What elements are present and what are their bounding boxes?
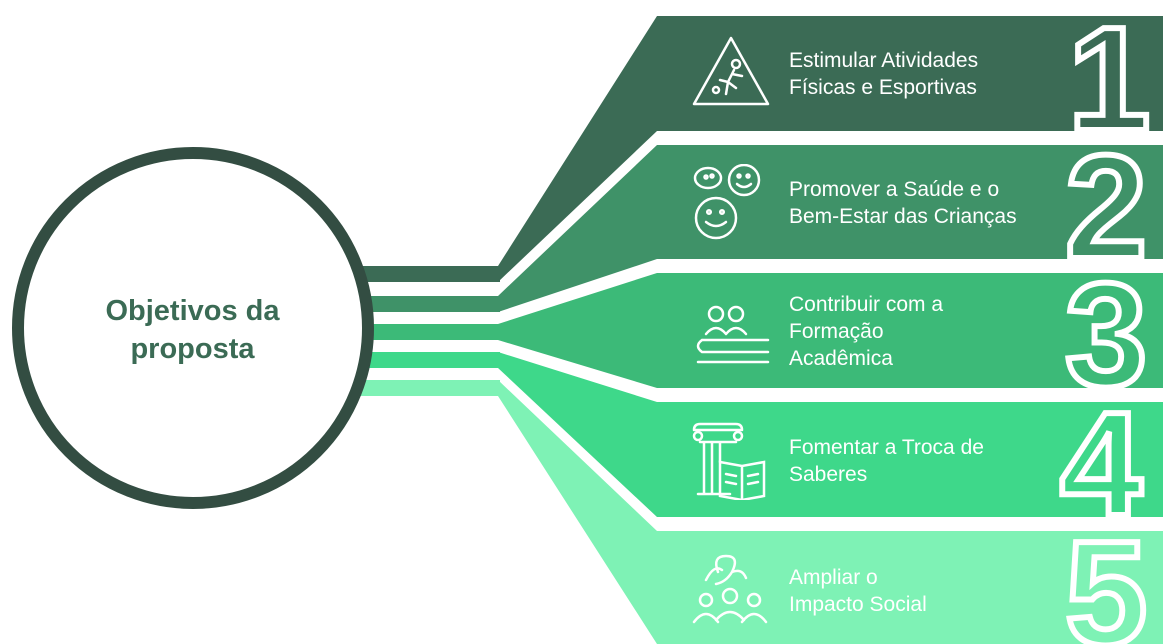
item-label-5: Ampliar o Impacto Social [789,564,927,618]
item-label-1-line-2: Físicas e Esportivas [789,76,977,99]
classroom-people-icon [696,305,770,364]
item-label-5-line-2: Impacto Social [789,593,927,616]
connector-stripe-2 [360,296,500,312]
item-label-5-line-1: Ampliar o [789,566,878,589]
item-number-1: 1 [1068,0,1150,162]
connector-stripe-3 [360,324,500,340]
central-title-line-2: proposta [130,333,255,365]
smiling-faces-icon [693,164,761,240]
item-label-3-line-3: Acadêmica [789,347,893,370]
item-label-4: Fomentar a Troca de Saberes [789,434,984,488]
band-2 [498,145,1163,312]
central-title-line-1: Objetivos da [105,295,280,327]
item-number-5: 5 [1065,511,1147,644]
band-5 [498,380,1163,644]
item-label-3-line-2: Formação [789,320,884,343]
item-label-3-line-1: Contribuir com a [789,293,944,316]
band-3 [498,273,1163,388]
band-1 [498,16,1163,282]
item-label-4-line-2: Saberes [789,463,868,486]
item-label-3: Contribuir com a Formação Acadêmica [789,291,943,372]
item-label-2-line-1: Promover a Saúde e o [789,178,1000,201]
central-title: Objetivos da proposta [40,292,345,368]
band-4 [498,352,1163,517]
community-heart-icon [692,554,768,624]
item-number-2: 2 [1065,125,1147,290]
item-label-2-line-2: Bem-Estar das Crianças [789,205,1017,228]
item-label-2: Promover a Saúde e o Bem-Estar das Crian… [789,176,1017,230]
connector-stripe-4 [360,352,500,368]
column-book-icon [692,422,766,500]
connector-stripe-1 [360,266,500,282]
item-label-1: Estimular Atividades Físicas e Esportiva… [789,47,978,101]
running-person-warning-icon [692,36,770,106]
central-circle [12,147,374,509]
item-label-1-line-1: Estimular Atividades [789,49,979,72]
connector-stripe-5 [360,380,500,396]
item-label-4-line-1: Fomentar a Troca de [789,436,984,459]
item-number-3: 3 [1065,253,1147,418]
item-number-4: 4 [1060,382,1142,547]
